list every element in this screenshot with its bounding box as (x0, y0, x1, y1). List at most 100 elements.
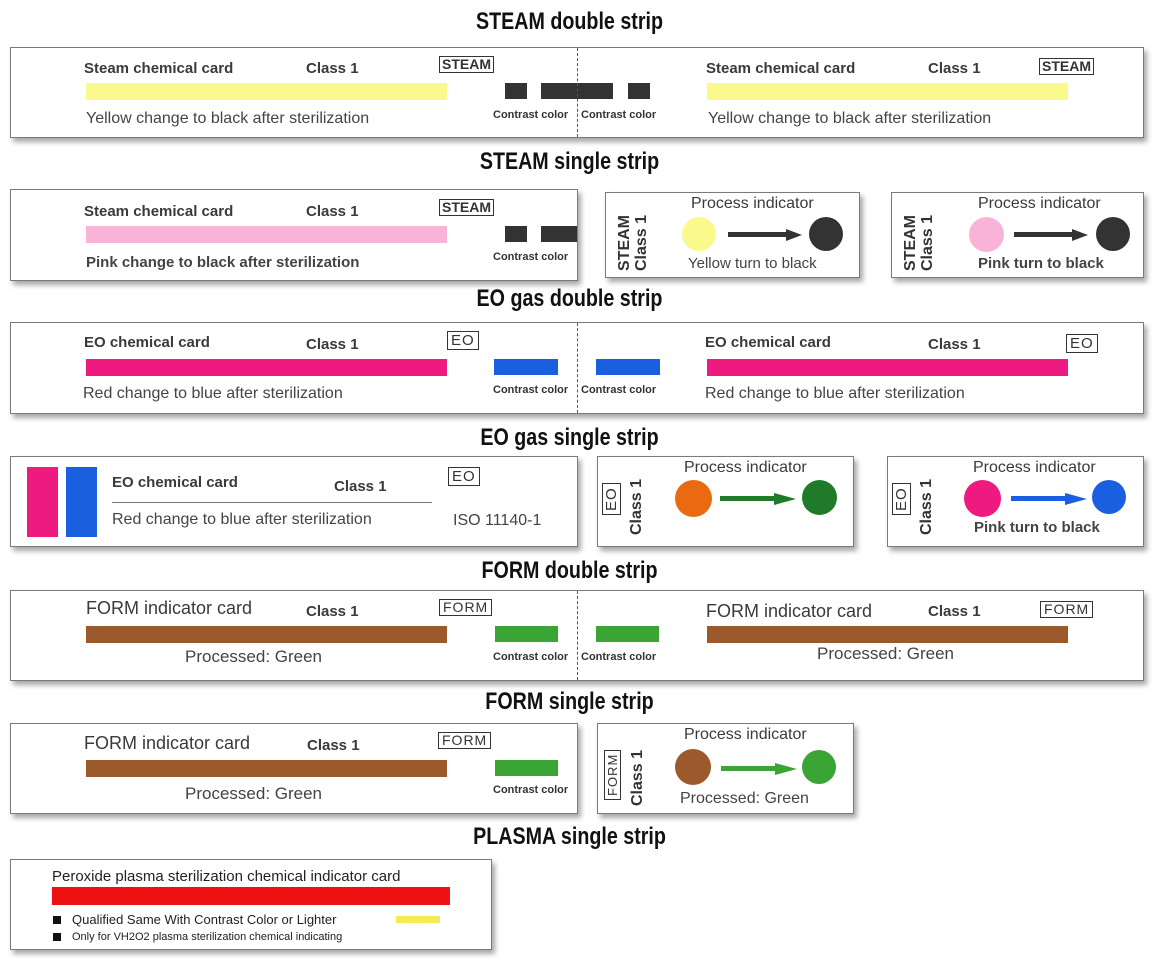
class-label: Class 1 (918, 478, 935, 535)
process-indicator-title: Process indicator (684, 726, 807, 743)
steam-label: STEAM (902, 215, 919, 271)
section-title-steam-double: STEAM double strip (476, 8, 663, 35)
cut-line (577, 48, 578, 137)
section-title-plasma-single: PLASMA single strip (473, 823, 666, 850)
yellow-indicator-bar (707, 83, 1068, 100)
cut-line (577, 323, 578, 413)
contrast-color-label: Contrast color (581, 384, 657, 396)
pink-indicator-bar (86, 226, 447, 243)
card-label: EO chemical card (705, 334, 831, 351)
form-tag: FORM (1040, 601, 1094, 618)
vertical-class-label: STEAM Class 1 (902, 215, 936, 271)
after-color-dot (809, 217, 843, 251)
before-color-dot (682, 217, 716, 251)
contrast-block (596, 359, 660, 375)
contrast-block (495, 760, 558, 776)
class-label: Class 1 (306, 60, 359, 77)
card-label: FORM indicator card (706, 601, 873, 621)
eo-tag: EO (602, 483, 621, 515)
class-label: Class 1 (629, 749, 646, 806)
turn-description: Yellow turn to black (688, 255, 817, 272)
card-label: FORM indicator card (84, 733, 251, 753)
plasma-note-2: Only for VH2O2 plasma sterilization chem… (72, 931, 343, 943)
class-label: Class 1 (306, 203, 359, 220)
card-label: EO chemical card (112, 474, 238, 491)
arrow-icon (1014, 232, 1074, 237)
steam-tag: STEAM (439, 56, 494, 73)
change-description: Yellow change to black after sterilizati… (708, 110, 992, 127)
eo-tag: EO (448, 467, 480, 486)
red-indicator-bar (707, 359, 1068, 376)
brown-indicator-bar (86, 760, 447, 777)
bullet-icon (53, 933, 61, 941)
arrow-head-icon (774, 493, 796, 505)
before-color-dot (964, 480, 1001, 517)
contrast-color-label: Contrast color (581, 109, 657, 121)
steam-tag: STEAM (1039, 58, 1094, 75)
bullet-icon (53, 916, 61, 924)
contrast-block (541, 226, 577, 242)
before-color-dot (675, 749, 711, 785)
steam-process-indicator-yellow: STEAM Class 1 Process indicator Yellow t… (605, 192, 860, 278)
eo-double-strip-card: EO chemical card Class 1 EO Red change t… (10, 322, 1144, 414)
class-label: Class 1 (307, 737, 360, 754)
contrast-color-label: Contrast color (493, 251, 569, 263)
after-color-dot (802, 480, 837, 515)
after-color-dot (1092, 480, 1126, 514)
arrow-head-icon (1072, 229, 1088, 241)
after-color-dot (802, 750, 836, 784)
form-tag: FORM (604, 749, 621, 800)
arrow-icon (720, 496, 776, 501)
plasma-note-1: Qualified Same With Contrast Color or Li… (72, 912, 337, 927)
steam-single-strip-card: Steam chemical card Class 1 STEAM Pink c… (10, 189, 578, 281)
contrast-block (596, 626, 659, 642)
class-label: Class 1 (919, 214, 936, 271)
change-description: Pink change to black after sterilization (86, 254, 360, 271)
arrow-icon (728, 232, 788, 237)
section-title-steam-single: STEAM single strip (479, 148, 660, 175)
vertical-class-label: STEAM Class 1 (616, 215, 650, 271)
contrast-block (505, 83, 527, 99)
class-label: Class 1 (928, 603, 981, 620)
eo-tag: EO (447, 331, 479, 350)
change-description: Red change to blue after sterilization (705, 385, 965, 402)
card-label: Steam chemical card (84, 203, 234, 220)
after-color-dot (1096, 217, 1130, 251)
form-process-indicator: FORM Class 1 Process indicator Processed… (597, 723, 854, 814)
arrow-head-icon (786, 229, 802, 241)
class-label: Class 1 (928, 60, 981, 77)
class-label: Class 1 (306, 603, 359, 620)
section-title-form-double: FORM double strip (481, 557, 658, 584)
contrast-color-label: Contrast color (493, 384, 569, 396)
process-indicator-title: Process indicator (978, 195, 1101, 212)
class-label: Class 1 (633, 214, 650, 271)
arrow-head-icon (1065, 493, 1087, 505)
red-color-swatch (27, 467, 58, 537)
form-tag: FORM (439, 599, 493, 616)
divider-line (112, 502, 432, 503)
processed-description: Processed: Green (680, 790, 809, 807)
before-color-dot (969, 217, 1004, 252)
eo-tag: EO (1066, 334, 1098, 353)
contrast-block (628, 83, 650, 99)
card-label: Peroxide plasma sterilization chemical i… (52, 868, 401, 885)
yellow-contrast-swatch (396, 916, 440, 923)
yellow-indicator-bar (86, 83, 447, 100)
card-label: EO chemical card (84, 334, 210, 351)
eo-process-indicator-pink: EO Class 1 Process indicator Pink turn t… (887, 456, 1144, 547)
form-tag: FORM (438, 732, 492, 749)
change-description: Red change to blue after sterilization (83, 385, 343, 402)
arrow-icon (1011, 496, 1067, 501)
contrast-color-label: Contrast color (581, 651, 657, 663)
plasma-single-strip-card: Peroxide plasma sterilization chemical i… (10, 859, 492, 950)
process-indicator-title: Process indicator (973, 459, 1096, 476)
section-title-eo-single: EO gas single strip (480, 424, 659, 451)
iso-standard: ISO 11140-1 (453, 512, 542, 529)
steam-process-indicator-pink: STEAM Class 1 Process indicator Pink tur… (891, 192, 1144, 278)
processed-description: Processed: Green (185, 784, 323, 803)
eo-process-indicator-orange: EO Class 1 Process indicator (597, 456, 854, 547)
before-color-dot (675, 480, 712, 517)
process-indicator-title: Process indicator (691, 195, 814, 212)
class-label: Class 1 (628, 478, 645, 535)
change-description: Yellow change to black after sterilizati… (86, 110, 370, 127)
